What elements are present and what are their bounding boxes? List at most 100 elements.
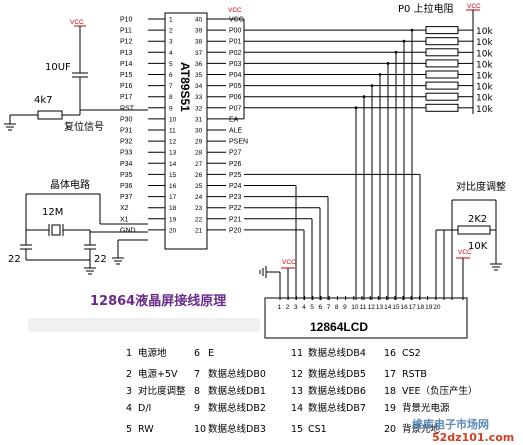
- reset-resistor: [37, 110, 63, 120]
- mcu-right-pin-number: 38: [195, 39, 203, 46]
- legend-pin-function: 数据总线DB3: [208, 423, 266, 435]
- mcu-left-pin-label: P11: [120, 28, 132, 35]
- mcu-left-pin-label: P32: [120, 139, 133, 146]
- legend-pin-number: 5: [126, 424, 132, 435]
- mcu-right-pin-number: 33: [195, 94, 203, 101]
- lcd-pin-number: 14: [384, 304, 392, 311]
- mcu-left-pin-label: P33: [120, 150, 133, 157]
- legend-pin-number: 3: [126, 386, 132, 397]
- mcu-right-pin-number: 21: [195, 227, 203, 234]
- mcu-chip-body: [164, 12, 208, 250]
- legend-pin-function: 背景光地: [402, 423, 441, 435]
- mcu-left-pin-number: 6: [169, 72, 173, 79]
- mcu-right-pin-label: P01: [229, 39, 242, 46]
- mcu-right-pin-number: 30: [195, 128, 203, 135]
- legend-pin-number: 17: [384, 369, 396, 380]
- mcu-right-pin-label: ALE: [229, 128, 243, 135]
- lcd-pin-number: 17: [409, 304, 417, 311]
- mcu-right-pin-label: P07: [229, 105, 242, 112]
- mcu-left-pin-label: P13: [120, 50, 133, 57]
- legend-pin-function: 数据总线DB0: [208, 368, 266, 380]
- mcu-right-pin-number: 39: [195, 28, 203, 35]
- lcd-pin-number: 3: [294, 304, 298, 311]
- mcu-right-pin-number: 29: [195, 139, 203, 146]
- mcu-left-pin-number: 17: [169, 194, 177, 201]
- crystal-circuit-label: 晶体电路: [50, 178, 90, 191]
- lcd-pin-number: 10: [351, 304, 359, 311]
- title-underline-bar: [28, 318, 260, 332]
- legend-pin-function: D/I: [138, 403, 151, 414]
- mcu-right-pin-number: 25: [195, 183, 203, 190]
- legend-pin-number: 19: [384, 403, 396, 414]
- pullup-resistor: [425, 81, 459, 90]
- legend-pin-number: 10: [194, 424, 206, 435]
- mcu-left-pin-number: 9: [169, 105, 173, 112]
- mcu-right-pin-number: 36: [195, 61, 203, 68]
- lcd-pin-number: 8: [335, 304, 339, 311]
- mcu-left-pin-number: 15: [169, 172, 177, 179]
- mcu-left-pin-label: GND: [120, 227, 136, 234]
- legend-pin-number: 14: [291, 403, 303, 414]
- lcd-pin-number: 9: [343, 304, 347, 311]
- mcu-right-pin-label: PSEN: [229, 139, 248, 146]
- crystal-cap1-label: 22: [8, 254, 21, 265]
- mcu-left-pin-number: 3: [169, 39, 173, 46]
- mcu-left-pin-number: 13: [169, 150, 177, 157]
- pullup-value-label: 10k: [476, 94, 493, 104]
- crystal-label: 12M: [42, 207, 63, 218]
- legend-pin-function: E: [208, 348, 214, 359]
- contrast-vcc-label: VCC: [458, 249, 472, 256]
- contrast-resistor: [457, 225, 491, 235]
- lcd-pin-number: 13: [376, 304, 384, 311]
- legend-pin-number: 11: [291, 348, 303, 359]
- mcu-right-pin-label: P04: [229, 72, 242, 79]
- crystal-circuit: 晶体电路 12M 22 22: [8, 178, 148, 275]
- lcd-pin-number: 5: [310, 304, 314, 311]
- legend-pin-function: 对比度调整: [138, 385, 186, 397]
- pullup-value-label: 10k: [476, 38, 493, 48]
- pullup-value-label: 10k: [476, 27, 493, 37]
- watermark-text: 维库电子市场网: [412, 417, 489, 431]
- mcu-left-pin-number: 16: [169, 183, 177, 190]
- lcd-pin-number: 11: [360, 304, 367, 311]
- legend-pin-function: 数据总线DB7: [308, 402, 366, 414]
- mcu-chip-name: AT89S51: [178, 62, 192, 112]
- legend-pin-number: 12: [291, 369, 303, 380]
- mcu-right-pin-number: 23: [195, 205, 203, 212]
- mcu-left-pin-label: P31: [120, 128, 133, 135]
- pullup-value-label: 10k: [476, 105, 493, 115]
- pullup-resistor: [425, 92, 459, 101]
- legend-pin-function: 电源+5V: [138, 368, 178, 380]
- mcu-left-pin-label: P16: [120, 83, 133, 90]
- mcu-left-pin-number: 5: [169, 61, 173, 68]
- mcu-left-pin-label: X1: [120, 216, 129, 223]
- mcu-right-pin-label: P20: [229, 227, 242, 234]
- diagram-title: 12864液晶屏接线原理: [90, 293, 226, 309]
- lcd-pin-number: 7: [327, 304, 331, 311]
- mcu-left-pin-number: 1: [169, 17, 173, 24]
- mcu-left-pin-number: 18: [169, 205, 177, 212]
- pullup-resistor: [425, 103, 459, 112]
- mcu-left-pin-label: X2: [120, 205, 129, 212]
- pullup-value-label: 10k: [476, 60, 493, 70]
- lcd-power: VCC: [259, 259, 296, 300]
- legend-pin-function: 数据总线DB6: [308, 385, 366, 397]
- legend-pin-function: CS2: [402, 348, 421, 359]
- reset-resistor-label: 4k7: [34, 95, 53, 106]
- mcu-left-pin-label: P15: [120, 72, 133, 79]
- legend-pin-number: 9: [194, 403, 200, 414]
- legend-pin-number: 20: [384, 424, 396, 435]
- legend-pin-function: 数据总线DB2: [208, 402, 266, 414]
- lcd-pin-number: 20: [433, 304, 441, 311]
- reset-signal-label: 复位信号: [64, 120, 104, 133]
- mcu-left-pin-label: P37: [120, 194, 133, 201]
- legend-pin-function: 背景光电源: [402, 402, 450, 414]
- watermark-url: 52dz101.com: [432, 431, 514, 444]
- pullup-resistor: [425, 37, 459, 46]
- mcu-right-pin-number: 26: [195, 172, 203, 179]
- mcu-left-pin-label: P36: [120, 183, 133, 190]
